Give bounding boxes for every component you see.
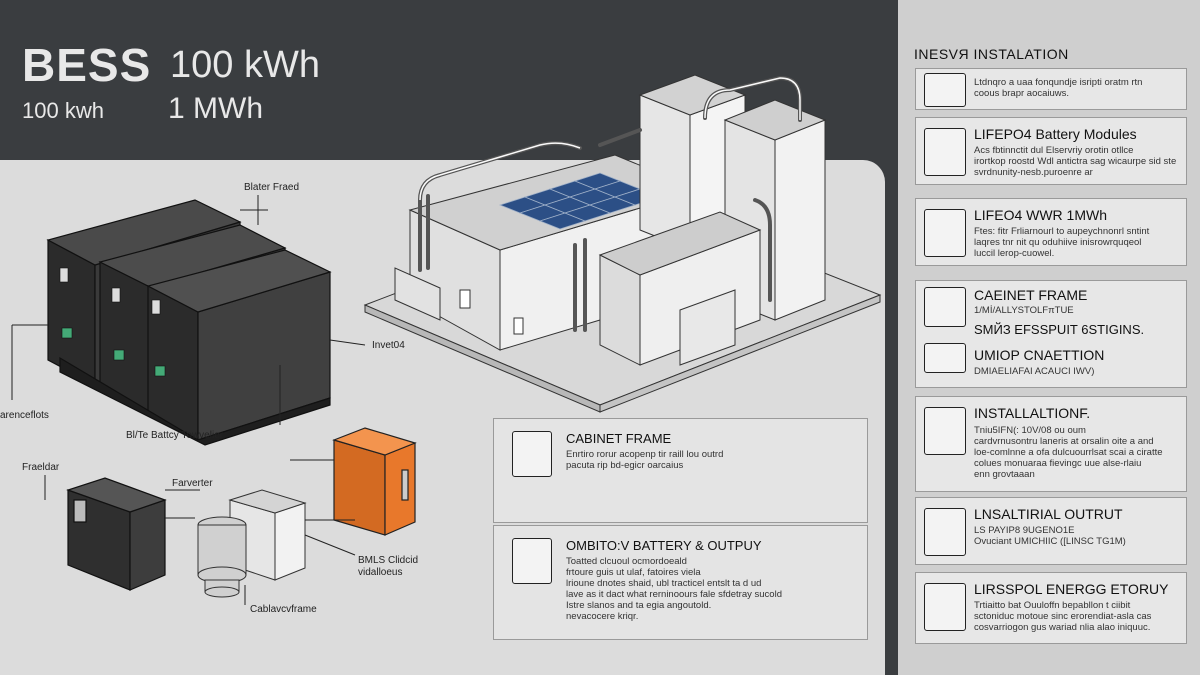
capacity-main: 100 kWh (170, 44, 320, 86)
plug-icon (512, 538, 552, 584)
card-text: 1/Mİ/ALLYSTOLFπTUE (974, 305, 1074, 316)
page-title: BESS (22, 39, 152, 91)
label-bms: BMLS Clidcid vidalloeus (358, 555, 419, 578)
card-title: LNSALTIRIAL OUTRUT (974, 506, 1123, 522)
solar-panels (498, 172, 662, 230)
card-lifeo4-wwr: LIFEO4 WWR 1MWh Ftes: fitr Frliarnourl t… (915, 198, 1187, 266)
card-subtitle: SMЙЗ EFSSPUIT 6STIGINS. (974, 322, 1145, 337)
card-title: LIFEPO4 Battery Modules (974, 126, 1137, 142)
card-text: Ftes: fitr Frliarnourl to aupeychnonrl s… (974, 226, 1150, 259)
card-title: UMIOP CNAETTION (974, 347, 1105, 363)
card-industrial-output: LNSALTIRIAL OUTRUT LS PAYIP8 9UGENO1E Ov… (915, 497, 1187, 565)
card-text: Ltdnqro a uaa fonqundje isripti oratm rt… (974, 77, 1143, 99)
bess-building (363, 74, 882, 413)
rack-modules (59, 267, 166, 377)
card-title: CABINET FRAME (566, 431, 672, 446)
card-title: INSTALLALTIONF. (974, 405, 1091, 421)
label-battery-frame: Blater Fraed (244, 182, 300, 193)
card-text: LS PAYIP8 9UGENO1E Ovuciant UMICHIIC ([L… (974, 525, 1126, 547)
battery-module (66, 477, 167, 591)
label-left-side: arenceflots (0, 410, 49, 421)
card-energy-storage: LIRSSPOL ENERGG ETORUY Trtiaitto bat Ouu… (915, 572, 1187, 644)
card-text: Acs fbtinnctit dul Elservriy orotin otll… (974, 145, 1177, 178)
connection-icon (924, 343, 966, 373)
label-cabinet-frame: Cablavcvframe (250, 604, 317, 615)
label-inverter: Invet04 (372, 340, 405, 351)
leader-lines (11, 195, 366, 605)
pipes-highlight (419, 77, 801, 201)
label-inverter-mid: Farverter (172, 478, 213, 489)
card-text: Trtiaitto bat Ouuloffn bepabllon t ciibi… (974, 600, 1152, 633)
capacity-large: 1 MWh (168, 92, 264, 125)
card-text: Toatted clcuoul ocmordoeald frtoure guis… (566, 556, 782, 622)
card-text: Tniu5IFN(: 10V/08 ou oum cardvrnusontru … (974, 425, 1163, 480)
truck-icon (924, 73, 966, 107)
battery-rack (46, 199, 332, 446)
installation-icon (924, 407, 966, 455)
card-intro: Ltdnqro a uaa fonqundje isripti oratm rt… (915, 68, 1187, 110)
module-icon (924, 209, 966, 257)
card-title: CAEINET FRAME (974, 287, 1088, 303)
storage-icon (924, 583, 966, 631)
cylinder-component (197, 516, 247, 598)
battery-icon (924, 128, 966, 176)
cabinet-frame-icon (924, 287, 966, 327)
card-cabinet-frame-right: CAEINET FRAME 1/Mİ/ALLYSTOLFπTUE SMЙЗ EF… (915, 280, 1187, 388)
label-battery-inverter: Bl/Te Battcy Towvelier (126, 430, 224, 441)
card-title: LIRSSPOL ENERGG ETORUY (974, 581, 1169, 597)
cabinet-icon (512, 431, 552, 477)
card-text: DMIAELIAFAI ACAUCI IWV) (974, 366, 1095, 377)
card-battery-output: OMBITO:V BATTERY & OUTPUY Toatted clcuou… (493, 525, 868, 640)
installation-heading: INESVЯ INSTALATION (914, 46, 1069, 62)
label-frame: Fraeldar (22, 462, 60, 473)
card-cabinet-frame: CABINET FRAME Enrtiro rorur acopenp tir … (493, 418, 868, 523)
bess-diagram (11, 74, 882, 605)
meter-icon (924, 508, 966, 556)
card-lifepo4-modules: LIFEPO4 Battery Modules Acs fbtinnctit d… (915, 117, 1187, 185)
card-installation: INSTALLALTIONF. Tniu5IFN(: 10V/08 ou oum… (915, 396, 1187, 492)
capacity-small: 100 kwh (22, 98, 104, 123)
card-text: Enrtiro rorur acopenp tir raill lou outr… (566, 449, 724, 471)
card-title: OMBITO:V BATTERY & OUTPUY (566, 538, 762, 553)
card-title: LIFEO4 WWR 1MWh (974, 207, 1108, 223)
orange-cabinet (332, 427, 417, 536)
